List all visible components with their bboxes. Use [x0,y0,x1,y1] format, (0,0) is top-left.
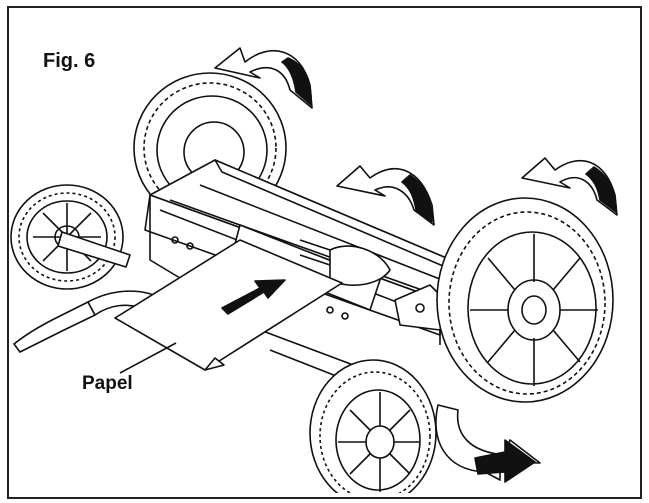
paper-callout-label: Papel [82,373,133,394]
rotation-arrow-bottom-right [435,404,541,483]
rotation-arrow-top-right [521,157,618,216]
left-small-wheel [10,184,131,290]
figure-title: Fig. 6 [43,50,96,72]
rotation-arrow-top-middle [336,165,435,226]
front-bottom-wheel [309,359,437,493]
rotation-arrow-top-left [214,47,313,109]
callout-line [119,342,177,374]
front-right-wheel [436,197,614,403]
insert-arrow [221,279,286,315]
